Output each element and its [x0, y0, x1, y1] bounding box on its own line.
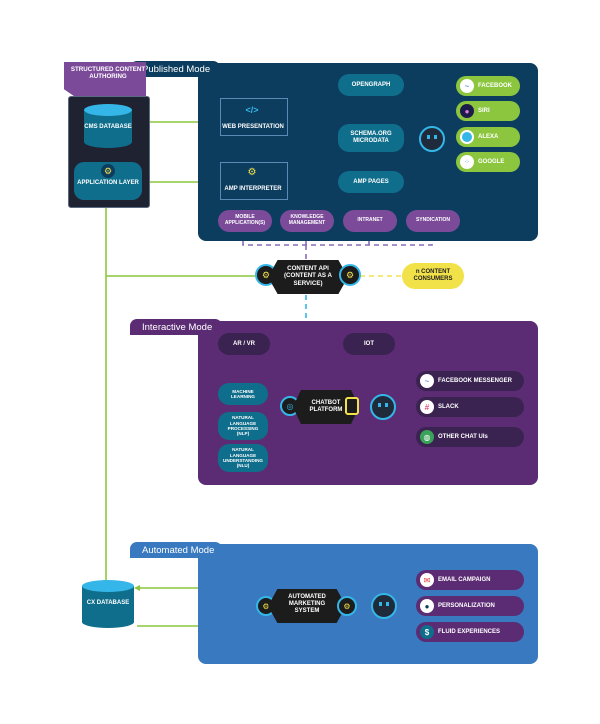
- automated-mode-tab: Automated Mode: [142, 545, 215, 556]
- web-presentation-label: WEB PRESENTATION: [222, 124, 284, 130]
- slack-pill[interactable]: SLACK: [416, 397, 524, 417]
- chatbot-robot-icon: [370, 394, 396, 420]
- mobile-applications-pill[interactable]: MOBILE APPLICATION(S): [218, 210, 272, 232]
- published-mode-tab-bg: [130, 61, 220, 77]
- amp-interpreter-box[interactable]: [220, 162, 288, 200]
- email-campaign-pill[interactable]: EMAIL CAMPAIGN: [416, 570, 524, 590]
- knowledge-management-pill[interactable]: KNOWLEDGE MANAGEMENT: [280, 210, 334, 232]
- interactive-mode-tab: Interactive Mode: [142, 322, 213, 333]
- chatbot-robot-eyes: [378, 403, 388, 407]
- content-api-right-icon: ⚙: [339, 264, 361, 286]
- amp-gear-icon: ⚙: [247, 166, 257, 178]
- email-icon: ✉: [420, 573, 434, 587]
- content-api-label: CONTENT API (CONTENT AS A SERVICE): [283, 265, 332, 287]
- cx-database-label: CX DATABASE: [86, 600, 130, 606]
- application-layer-label: APPLICATION LAYER: [77, 180, 139, 186]
- slack-icon: #: [420, 400, 434, 414]
- structured-content-authoring-label: STRUCTURED CONTENT AUTHORING: [70, 66, 146, 81]
- automated-mode-tab-bg: [130, 542, 222, 558]
- nlu-pill[interactable]: NATURAL LANGUAGE UNDERSTANDING (NLU): [218, 444, 268, 472]
- facebook-messenger-pill[interactable]: FACEBOOK MESSENGER: [416, 371, 524, 391]
- intranet-pill[interactable]: INTRANET: [343, 210, 397, 232]
- chatbot-platform-label: CHATBOT PLATFORM: [309, 400, 343, 414]
- messenger-icon: ~: [420, 374, 434, 388]
- published-mode-tab: Published Mode: [142, 64, 211, 75]
- cms-database-icon: [84, 104, 132, 148]
- structured-content-authoring-tag: [64, 62, 146, 96]
- dollar-icon: $: [420, 625, 434, 639]
- iot-pill[interactable]: IOT: [343, 333, 395, 355]
- alexa-icon: [460, 130, 474, 144]
- facebook-messenger-icon: ~: [460, 79, 474, 93]
- interactive-mode-tab-bg: [130, 319, 222, 335]
- amp-pages-pill[interactable]: AMP PAGES: [338, 171, 404, 193]
- automated-marketing-label: AUTOMATED MARKETING SYSTEM: [288, 594, 326, 615]
- web-presentation-box[interactable]: [220, 98, 288, 136]
- ar-vr-pill[interactable]: AR / VR: [218, 333, 270, 355]
- code-icon: </>: [245, 105, 259, 115]
- chatbot-phone-icon: [345, 397, 359, 415]
- fluid-experiences-pill[interactable]: FLUID EXPERIENCES: [416, 622, 524, 642]
- google-assistant-icon: ⁘: [460, 155, 474, 169]
- automated-marketing-hub[interactable]: [268, 589, 346, 623]
- marketing-right-icon: ⚙: [337, 596, 357, 616]
- voice-robot-eyes: [427, 135, 437, 139]
- automation-robot-eyes: [379, 602, 389, 606]
- amp-interpreter-label: AMP INTERPRETER: [224, 186, 282, 192]
- cms-database-label: CMS DATABASE: [84, 124, 132, 130]
- nlp-pill[interactable]: NATURAL LANGUAGE PROCESSING (NLP): [218, 412, 268, 440]
- syndication-pill[interactable]: SYNDICATION: [406, 210, 460, 232]
- other-chat-uis-pill[interactable]: OTHER CHAT UIs: [416, 427, 524, 447]
- content-consumers-pill[interactable]: n CONTENT CONSUMERS: [402, 263, 464, 289]
- globe-icon: ◍: [420, 430, 434, 444]
- opengraph-pill[interactable]: OPENGRAPH: [338, 74, 404, 96]
- schema-org-pill[interactable]: SCHEMA.ORG MICRODATA: [338, 124, 404, 152]
- gear-icon: ⚙: [101, 164, 115, 178]
- content-api-hub[interactable]: [268, 260, 348, 294]
- machine-learning-pill[interactable]: MACHINE LEARNING: [218, 383, 268, 405]
- cx-database-icon: [82, 580, 134, 628]
- personalization-pill[interactable]: PERSONALIZATION: [416, 596, 524, 616]
- voice-robot-icon: [419, 126, 445, 152]
- automation-robot-icon: [371, 593, 397, 619]
- person-icon: ●: [420, 599, 434, 613]
- siri-icon: ●: [460, 104, 474, 118]
